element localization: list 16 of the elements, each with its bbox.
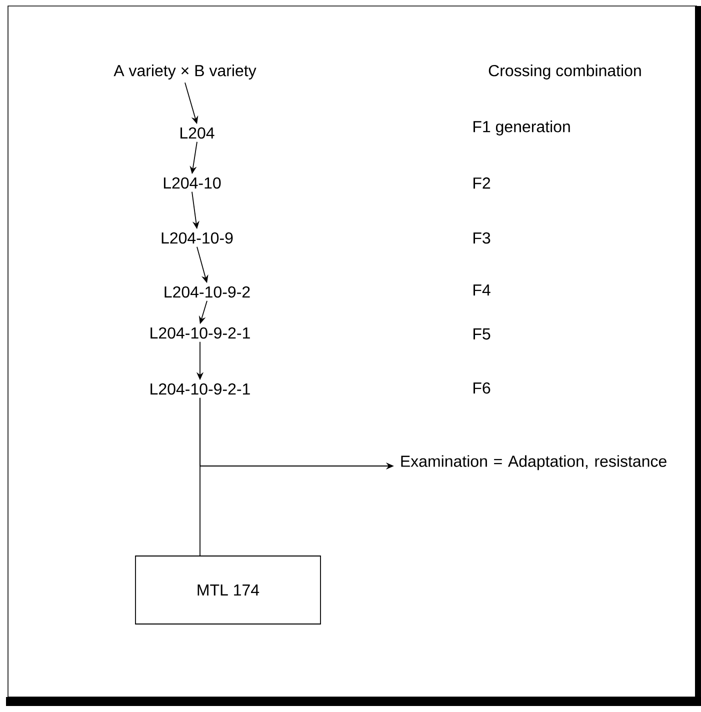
generation-label: F3 (474, 232, 490, 244)
line-name: L204-10-9-2-1 (150, 383, 250, 395)
generation-label: F4 (474, 284, 490, 296)
line-name: L204-10-9-2-1 (150, 327, 250, 339)
generation-label: F6 (474, 382, 490, 394)
generation-label: F1 generation (474, 120, 570, 136)
variety-box: MTL 174 (135, 556, 321, 624)
line-name: L204-10 (164, 177, 221, 189)
generation-label: F5 (474, 328, 490, 340)
line-name: L204-10-9-2 (164, 286, 250, 298)
result-text: Examination = Adaptation, resistance (401, 455, 666, 470)
column-heading: Crossing combination (488, 64, 641, 80)
generation-label: F2 (474, 177, 490, 189)
line-name: L204 (180, 127, 214, 139)
line-name: L204-10-9 (162, 232, 233, 244)
line-name: A variety × B variety (114, 64, 256, 80)
